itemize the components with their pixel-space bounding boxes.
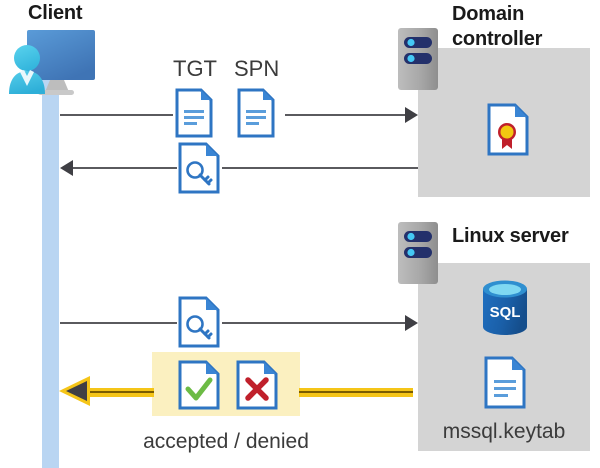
denied-document-icon xyxy=(236,360,278,410)
request-key-document-icon xyxy=(178,296,220,348)
tgt-document-icon xyxy=(175,88,213,138)
flow-dc-to-client-line-right xyxy=(222,167,418,169)
svg-text:SQL: SQL xyxy=(490,304,521,321)
flow-dc-to-client-line-left xyxy=(73,167,177,169)
flow-client-to-linux-arrowhead xyxy=(405,315,418,331)
domain-controller-title-line2: controller xyxy=(452,28,543,50)
linux-server-title: Linux server xyxy=(452,225,569,247)
flow-result-line-right-core xyxy=(299,391,413,393)
tgt-label: TGT xyxy=(173,56,217,81)
domain-controller-server-rack-icon xyxy=(398,28,438,90)
keytab-file-label: mssql.keytab xyxy=(442,420,566,443)
ticket-key-document-icon xyxy=(178,142,220,194)
client-user-monitor-icon xyxy=(6,26,106,100)
flow-client-to-dc-line-right xyxy=(285,114,413,116)
linux-server-server-rack-icon xyxy=(398,222,438,284)
sql-database-icon: SQL xyxy=(480,280,530,336)
flow-client-to-linux-line-right xyxy=(222,322,413,324)
client-title-text: Client xyxy=(28,2,83,24)
flow-dc-to-client-arrowhead xyxy=(60,160,73,176)
domain-controller-title: Domain controller xyxy=(452,2,600,52)
result-label: accepted / denied xyxy=(143,430,309,453)
flow-result-line-left-core xyxy=(86,391,154,393)
client-lifeline xyxy=(42,76,59,468)
flow-client-to-dc-arrowhead xyxy=(405,107,418,123)
domain-controller-title-line1: Domain xyxy=(452,3,525,25)
spn-document-icon xyxy=(237,88,275,138)
accepted-document-icon xyxy=(178,360,220,410)
flow-client-to-dc-line-left xyxy=(60,114,173,116)
certificate-document-icon xyxy=(487,103,529,156)
keytab-document-icon xyxy=(484,356,526,409)
flow-client-to-linux-line-left xyxy=(60,322,177,324)
flow-result-arrowhead xyxy=(58,374,92,408)
spn-label: SPN xyxy=(234,56,280,81)
